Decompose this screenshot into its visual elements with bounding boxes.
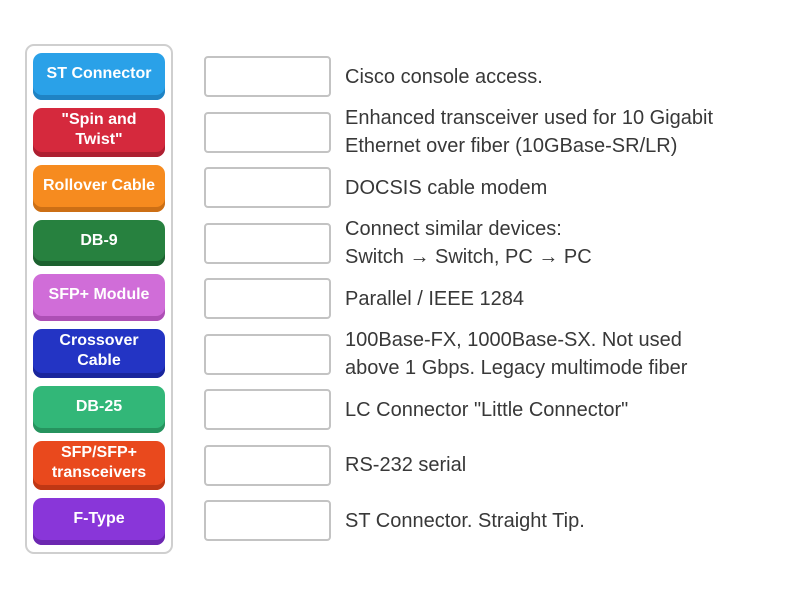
tile-db-9[interactable]: DB-9 <box>33 219 165 267</box>
answer-drop-zone-4[interactable] <box>204 222 331 264</box>
match-row: Cisco console access. <box>204 56 713 97</box>
answer-drop-zone-5[interactable] <box>204 278 331 319</box>
match-row: 100Base-FX, 1000Base-SX. Not used above … <box>204 329 713 379</box>
definition-text-6: 100Base-FX, 1000Base-SX. Not used above … <box>345 329 688 379</box>
definition-text-3: DOCSIS cable modem <box>345 176 548 199</box>
definition-text-1: Cisco console access. <box>345 65 543 88</box>
definition-text-8: RS-232 serial <box>345 454 467 476</box>
definition-text-9: ST Connector. Straight Tip. <box>345 509 585 532</box>
definition-text-2: Enhanced transceiver used for 10 Gigabit… <box>345 107 713 157</box>
tile-sfp-transceivers[interactable]: SFP/SFP+ transceivers <box>33 441 165 491</box>
definition-row-list: Cisco console access. Enhanced transceiv… <box>204 56 713 541</box>
tile-crossover-cable[interactable]: Crossover Cable <box>33 329 165 379</box>
tile-rollover-cable[interactable]: Rollover Cable <box>33 164 165 212</box>
answer-drop-zone-6[interactable] <box>204 333 331 375</box>
keyword-tile-list: ST Connector "Spin and Twist" Rollover C… <box>25 44 173 554</box>
match-row: Parallel / IEEE 1284 <box>204 278 713 319</box>
match-row: Connect similar devices: Switch → Switch… <box>204 218 713 268</box>
answer-drop-zone-1[interactable] <box>204 56 331 97</box>
answer-drop-zone-9[interactable] <box>204 500 331 541</box>
match-row: Enhanced transceiver used for 10 Gigabit… <box>204 107 713 157</box>
definition-text-5: Parallel / IEEE 1284 <box>345 287 524 310</box>
tile-st-connector[interactable]: ST Connector <box>33 53 165 100</box>
tile-f-type[interactable]: F-Type <box>33 498 165 545</box>
match-row: ST Connector. Straight Tip. <box>204 500 713 541</box>
answer-drop-zone-2[interactable] <box>204 111 331 153</box>
match-row: RS-232 serial <box>204 444 713 486</box>
tile-sfp-plus-module[interactable]: SFP+ Module <box>33 274 165 322</box>
answer-drop-zone-3[interactable] <box>204 167 331 208</box>
match-row: DOCSIS cable modem <box>204 167 713 208</box>
tile-db-25[interactable]: DB-25 <box>33 386 165 434</box>
answer-drop-zone-7[interactable] <box>204 389 331 430</box>
tile-spin-and-twist[interactable]: "Spin and Twist" <box>33 107 165 157</box>
definition-text-4: Connect similar devices: Switch → Switch… <box>345 218 592 268</box>
answer-drop-zone-8[interactable] <box>204 444 331 486</box>
match-row: LC Connector "Little Connector" <box>204 389 713 430</box>
definition-text-7: LC Connector "Little Connector" <box>345 398 629 421</box>
